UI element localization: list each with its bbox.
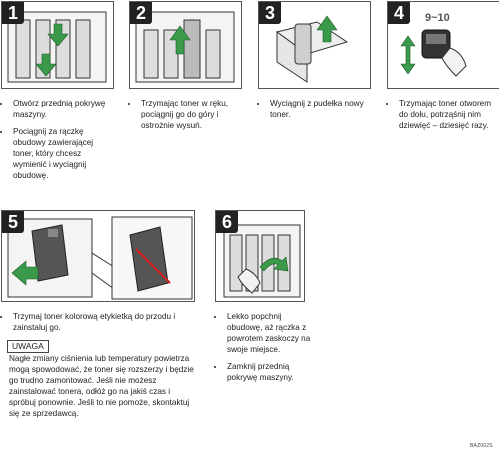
step-1-bullet-2: Pociągnij za rączkę obudowy zawierającej… (11, 126, 113, 181)
step-3-illustration: 3 (258, 1, 371, 89)
step-6-text: Lekko popchnij obudowę, aż rączka z powr… (215, 311, 315, 389)
step-4-bullet-1: Trzymając toner otworem do dołu, potrząś… (397, 98, 499, 131)
toner-box-illustration (275, 15, 349, 83)
toner-shake-illustration (400, 29, 467, 77)
housing-push-illustration (223, 224, 301, 298)
step-4-text: Trzymając toner otworem do dołu, potrząś… (387, 98, 499, 137)
toner-install-illustration (7, 216, 193, 300)
step-5-illustration: 5 (1, 210, 195, 302)
note-label: UWAGA (7, 340, 49, 353)
step-3-bullet-1: Wyciągnij z pudełka nowy toner. (268, 98, 370, 120)
step-number: 1 (2, 2, 24, 24)
step-2-illustration: 2 (129, 1, 242, 89)
step-6-bullet-1: Lekko popchnij obudowę, aż rączka z powr… (225, 311, 315, 355)
step-2-bullet-1: Trzymając toner w ręku, pociągnij go do … (139, 98, 241, 131)
step-1-text: Otwórz przednią pokrywę maszyny. Pociągn… (1, 98, 113, 187)
figure-code: BAZ002S (470, 443, 493, 449)
step-5-text: Trzymaj toner kolorową etykietką do przo… (1, 311, 211, 339)
machine-front-open-illustration (7, 11, 107, 83)
toner-lift-illustration (135, 11, 235, 83)
step-6-illustration: 6 (215, 210, 305, 302)
step-number: 3 (259, 2, 281, 24)
note-text: Nagłe zmiany ciśnienia lub temperatury p… (9, 354, 194, 418)
step-number: 4 (388, 2, 410, 24)
step-3-text: Wyciągnij z pudełka nowy toner. (258, 98, 370, 126)
step-number: 5 (2, 211, 24, 233)
step-number: 2 (130, 2, 152, 24)
step-5-bullet-1: Trzymaj toner kolorową etykietką do przo… (11, 311, 211, 333)
step-1-illustration: 1 (1, 1, 114, 89)
shake-count-label: 9~10 (425, 12, 450, 24)
step-number: 6 (216, 211, 238, 233)
step-2-text: Trzymając toner w ręku, pociągnij go do … (129, 98, 241, 137)
step-6-bullet-2: Zamknij przednią pokrywę maszyny. (225, 361, 315, 383)
step-4-illustration: 4 9~10 (387, 1, 499, 89)
step-1-bullet-1: Otwórz przednią pokrywę maszyny. (11, 98, 113, 120)
